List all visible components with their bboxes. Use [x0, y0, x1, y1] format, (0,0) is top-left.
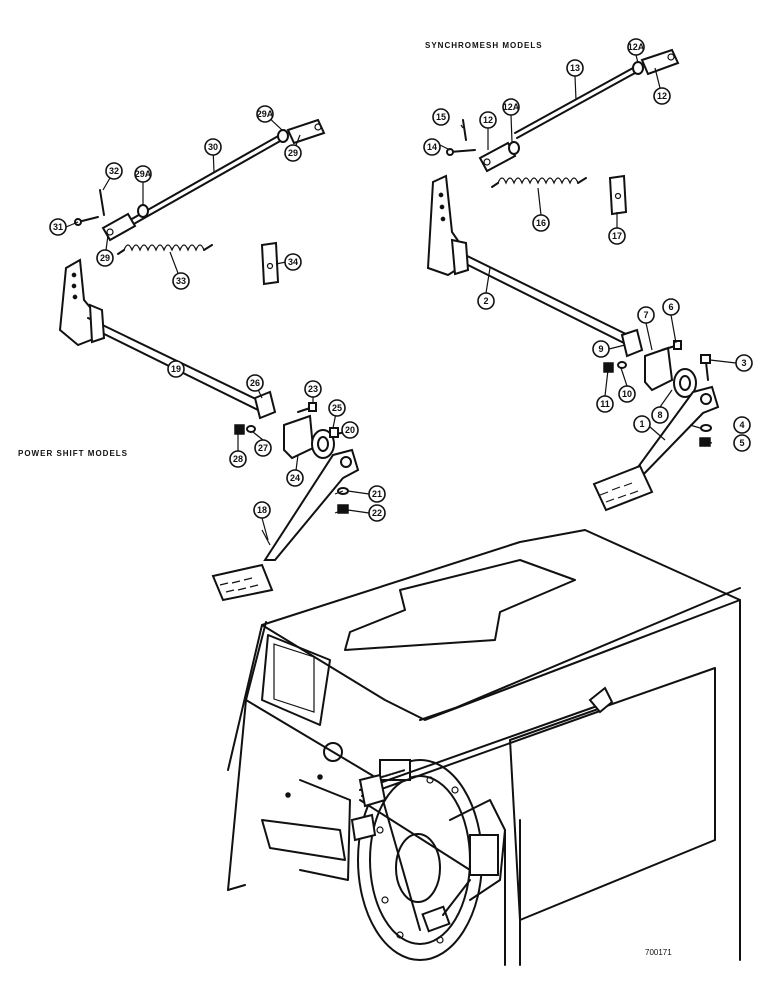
svg-text:3: 3 [741, 358, 746, 368]
synchromesh-assembly [426, 48, 720, 512]
callout-8: 8 [651, 406, 669, 424]
callout-21: 21 [368, 485, 386, 503]
svg-text:25: 25 [332, 403, 342, 413]
callout-28: 28 [229, 450, 247, 468]
svg-text:21: 21 [372, 489, 382, 499]
svg-text:15: 15 [436, 112, 446, 122]
callout-12-upper: 12 [653, 87, 671, 105]
callout-12A-lower: 12A [502, 98, 520, 116]
callout-1: 1 [633, 415, 651, 433]
callout-33: 33 [172, 272, 190, 290]
callout-18: 18 [253, 501, 271, 519]
svg-text:12: 12 [483, 115, 493, 125]
callout-34: 34 [284, 253, 302, 271]
svg-text:28: 28 [233, 454, 243, 464]
svg-text:5: 5 [739, 438, 744, 448]
callout-29-right: 29 [284, 144, 302, 162]
svg-text:10: 10 [622, 389, 632, 399]
callout-12-lower: 12 [479, 111, 497, 129]
svg-text:17: 17 [612, 231, 622, 241]
callout-2: 2 [477, 292, 495, 310]
svg-text:2: 2 [483, 296, 488, 306]
power-shift-assembly [58, 118, 360, 602]
callout-32: 32 [105, 162, 123, 180]
callout-16: 16 [532, 214, 550, 232]
svg-text:1: 1 [639, 419, 644, 429]
power-shift-models-caption: POWER SHIFT MODELS [18, 449, 128, 458]
svg-text:12A: 12A [628, 42, 645, 52]
svg-text:13: 13 [570, 63, 580, 73]
callout-4: 4 [733, 416, 751, 434]
synchromesh-models-caption: SYNCHROMESH MODELS [425, 41, 543, 50]
svg-text:33: 33 [176, 276, 186, 286]
callout-19: 19 [167, 360, 185, 378]
svg-text:34: 34 [288, 257, 298, 267]
clutch-housing [350, 686, 614, 961]
callout-17: 17 [608, 227, 626, 245]
svg-text:27: 27 [258, 443, 268, 453]
callout-10: 10 [618, 385, 636, 403]
callout-15: 15 [432, 108, 450, 126]
svg-text:29A: 29A [257, 109, 274, 119]
svg-text:29A: 29A [135, 169, 152, 179]
svg-text:16: 16 [536, 218, 546, 228]
svg-text:6: 6 [668, 302, 673, 312]
callout-7: 7 [637, 306, 655, 324]
callout-26: 26 [246, 374, 264, 392]
svg-text:14: 14 [427, 142, 437, 152]
svg-text:29: 29 [288, 148, 298, 158]
callout-9: 9 [592, 340, 610, 358]
svg-text:32: 32 [109, 166, 119, 176]
drawing-code: 700171 [645, 948, 672, 957]
callout-11: 11 [596, 395, 614, 413]
svg-text:12A: 12A [503, 102, 520, 112]
svg-text:19: 19 [171, 364, 181, 374]
callout-25: 25 [328, 399, 346, 417]
callout-30: 30 [204, 138, 222, 156]
callout-13: 13 [566, 59, 584, 77]
svg-text:8: 8 [657, 410, 662, 420]
callout-23: 23 [304, 380, 322, 398]
callout-6: 6 [662, 298, 680, 316]
svg-text:23: 23 [308, 384, 318, 394]
callout-29A-left: 29A [134, 165, 152, 183]
callout-27: 27 [254, 439, 272, 457]
callout-24: 24 [286, 469, 304, 487]
svg-text:30: 30 [208, 142, 218, 152]
svg-text:12: 12 [657, 91, 667, 101]
svg-text:22: 22 [372, 508, 382, 518]
callout-31: 31 [49, 218, 67, 236]
callout-20: 20 [341, 421, 359, 439]
svg-text:9: 9 [598, 344, 603, 354]
svg-text:18: 18 [257, 505, 267, 515]
callout-22: 22 [368, 504, 386, 522]
svg-text:4: 4 [739, 420, 744, 430]
tractor-body [227, 529, 741, 966]
callout-29-left: 29 [96, 249, 114, 267]
svg-text:29: 29 [100, 253, 110, 263]
callout-29A-right: 29A [256, 105, 274, 123]
callout-12A-upper: 12A [627, 38, 645, 56]
svg-text:20: 20 [345, 425, 355, 435]
callout-5: 5 [733, 434, 751, 452]
callout-3: 3 [735, 354, 753, 372]
svg-text:7: 7 [643, 310, 648, 320]
callout-14: 14 [423, 138, 441, 156]
svg-text:31: 31 [53, 222, 63, 232]
svg-text:26: 26 [250, 378, 260, 388]
svg-text:24: 24 [290, 473, 300, 483]
svg-text:11: 11 [600, 399, 610, 409]
